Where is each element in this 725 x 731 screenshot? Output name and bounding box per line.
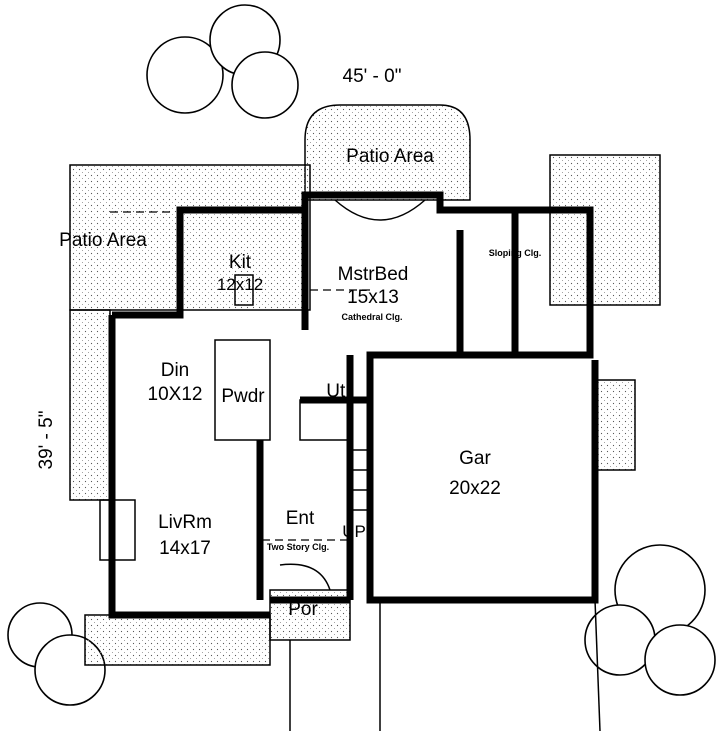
front-walk	[84, 614, 271, 666]
front-door[interactable]	[279, 563, 331, 591]
dining-label: Din	[161, 360, 190, 381]
master-bed-size: 15x13	[347, 287, 399, 308]
walls	[108, 191, 599, 619]
garage-label: Gar	[459, 448, 491, 469]
width-dimension: 45' - 0"	[343, 66, 402, 87]
entry-ceiling: Two Story Clg.	[267, 542, 329, 552]
side-walk	[69, 309, 111, 501]
patio-left	[69, 164, 311, 311]
stairs	[350, 449, 370, 511]
patio-left-label: Patio Area	[59, 230, 147, 251]
master-bed-ceiling: Cathedral Clg.	[341, 312, 402, 322]
utility-fixtures	[299, 399, 351, 441]
garage-side-slab	[594, 379, 636, 471]
stairs-up-label: UP	[342, 522, 366, 541]
fireplace	[99, 499, 136, 561]
garage-size: 20x22	[449, 478, 501, 499]
planter-right	[549, 154, 661, 306]
master-bed-label: MstrBed	[338, 264, 409, 285]
entry-label: Ent	[286, 508, 315, 529]
kitchen-size: 12x12	[217, 275, 263, 294]
porch-label: Por	[288, 599, 318, 620]
powder-label: Pwdr	[221, 386, 265, 407]
depth-dimension: 39' - 5"	[36, 411, 57, 470]
patio-top-label: Patio Area	[346, 146, 434, 167]
dining-size: 10X12	[148, 384, 203, 405]
powder-room-fixtures	[214, 339, 271, 441]
patio-top	[304, 104, 471, 201]
kitchen-label: Kit	[229, 252, 252, 273]
living-label: LivRm	[158, 512, 212, 533]
utility-label: Util	[326, 381, 353, 402]
kitchen-island	[234, 274, 254, 306]
living-size: 14x17	[159, 538, 211, 559]
door-swing	[334, 199, 426, 221]
bath-ceiling: Sloping Clg.	[489, 248, 542, 258]
